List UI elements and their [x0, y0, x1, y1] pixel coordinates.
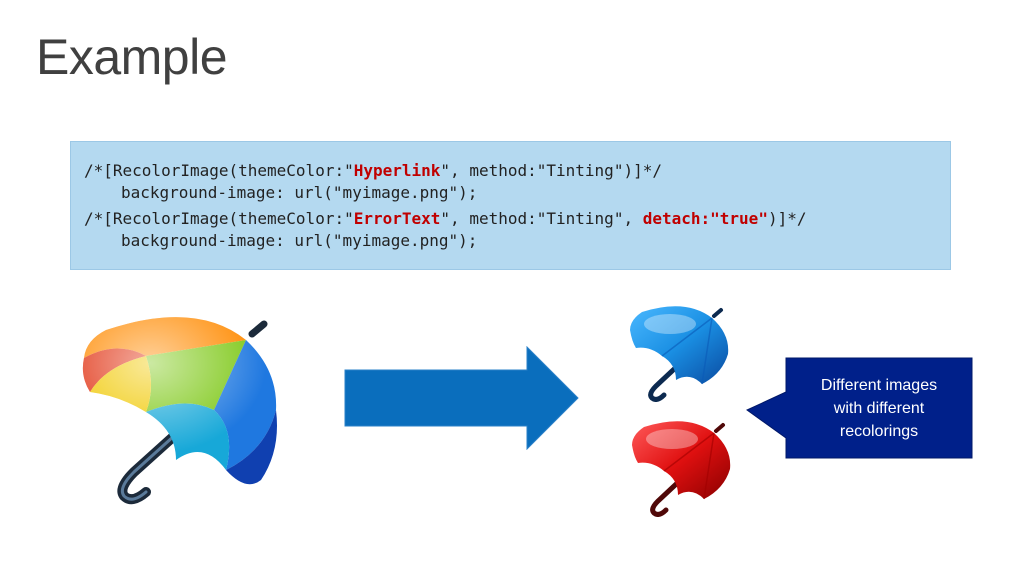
slide-title: Example	[36, 29, 228, 85]
callout-text: Different images with different recolori…	[820, 376, 938, 440]
code-line-3: /*[RecolorImage(themeColor:"ErrorText", …	[84, 209, 807, 228]
code-line-1: /*[RecolorImage(themeColor:"Hyperlink", …	[84, 161, 662, 180]
errortext-keyword: ErrorText	[353, 209, 441, 228]
blue-umbrella-icon	[630, 306, 729, 402]
code-line-2: background-image: url("myimage.png");	[121, 183, 478, 202]
hyperlink-keyword: Hyperlink	[353, 161, 441, 180]
rainbow-umbrella-icon	[82, 317, 277, 505]
detach-keyword: detach:"true"	[642, 209, 768, 228]
code-line-4: background-image: url("myimage.png");	[121, 231, 478, 250]
right-arrow-icon	[344, 346, 579, 450]
red-umbrella-icon	[632, 421, 731, 517]
code-snippet: /*[RecolorImage(themeColor:"Hyperlink", …	[70, 141, 951, 270]
callout-box	[746, 357, 973, 459]
